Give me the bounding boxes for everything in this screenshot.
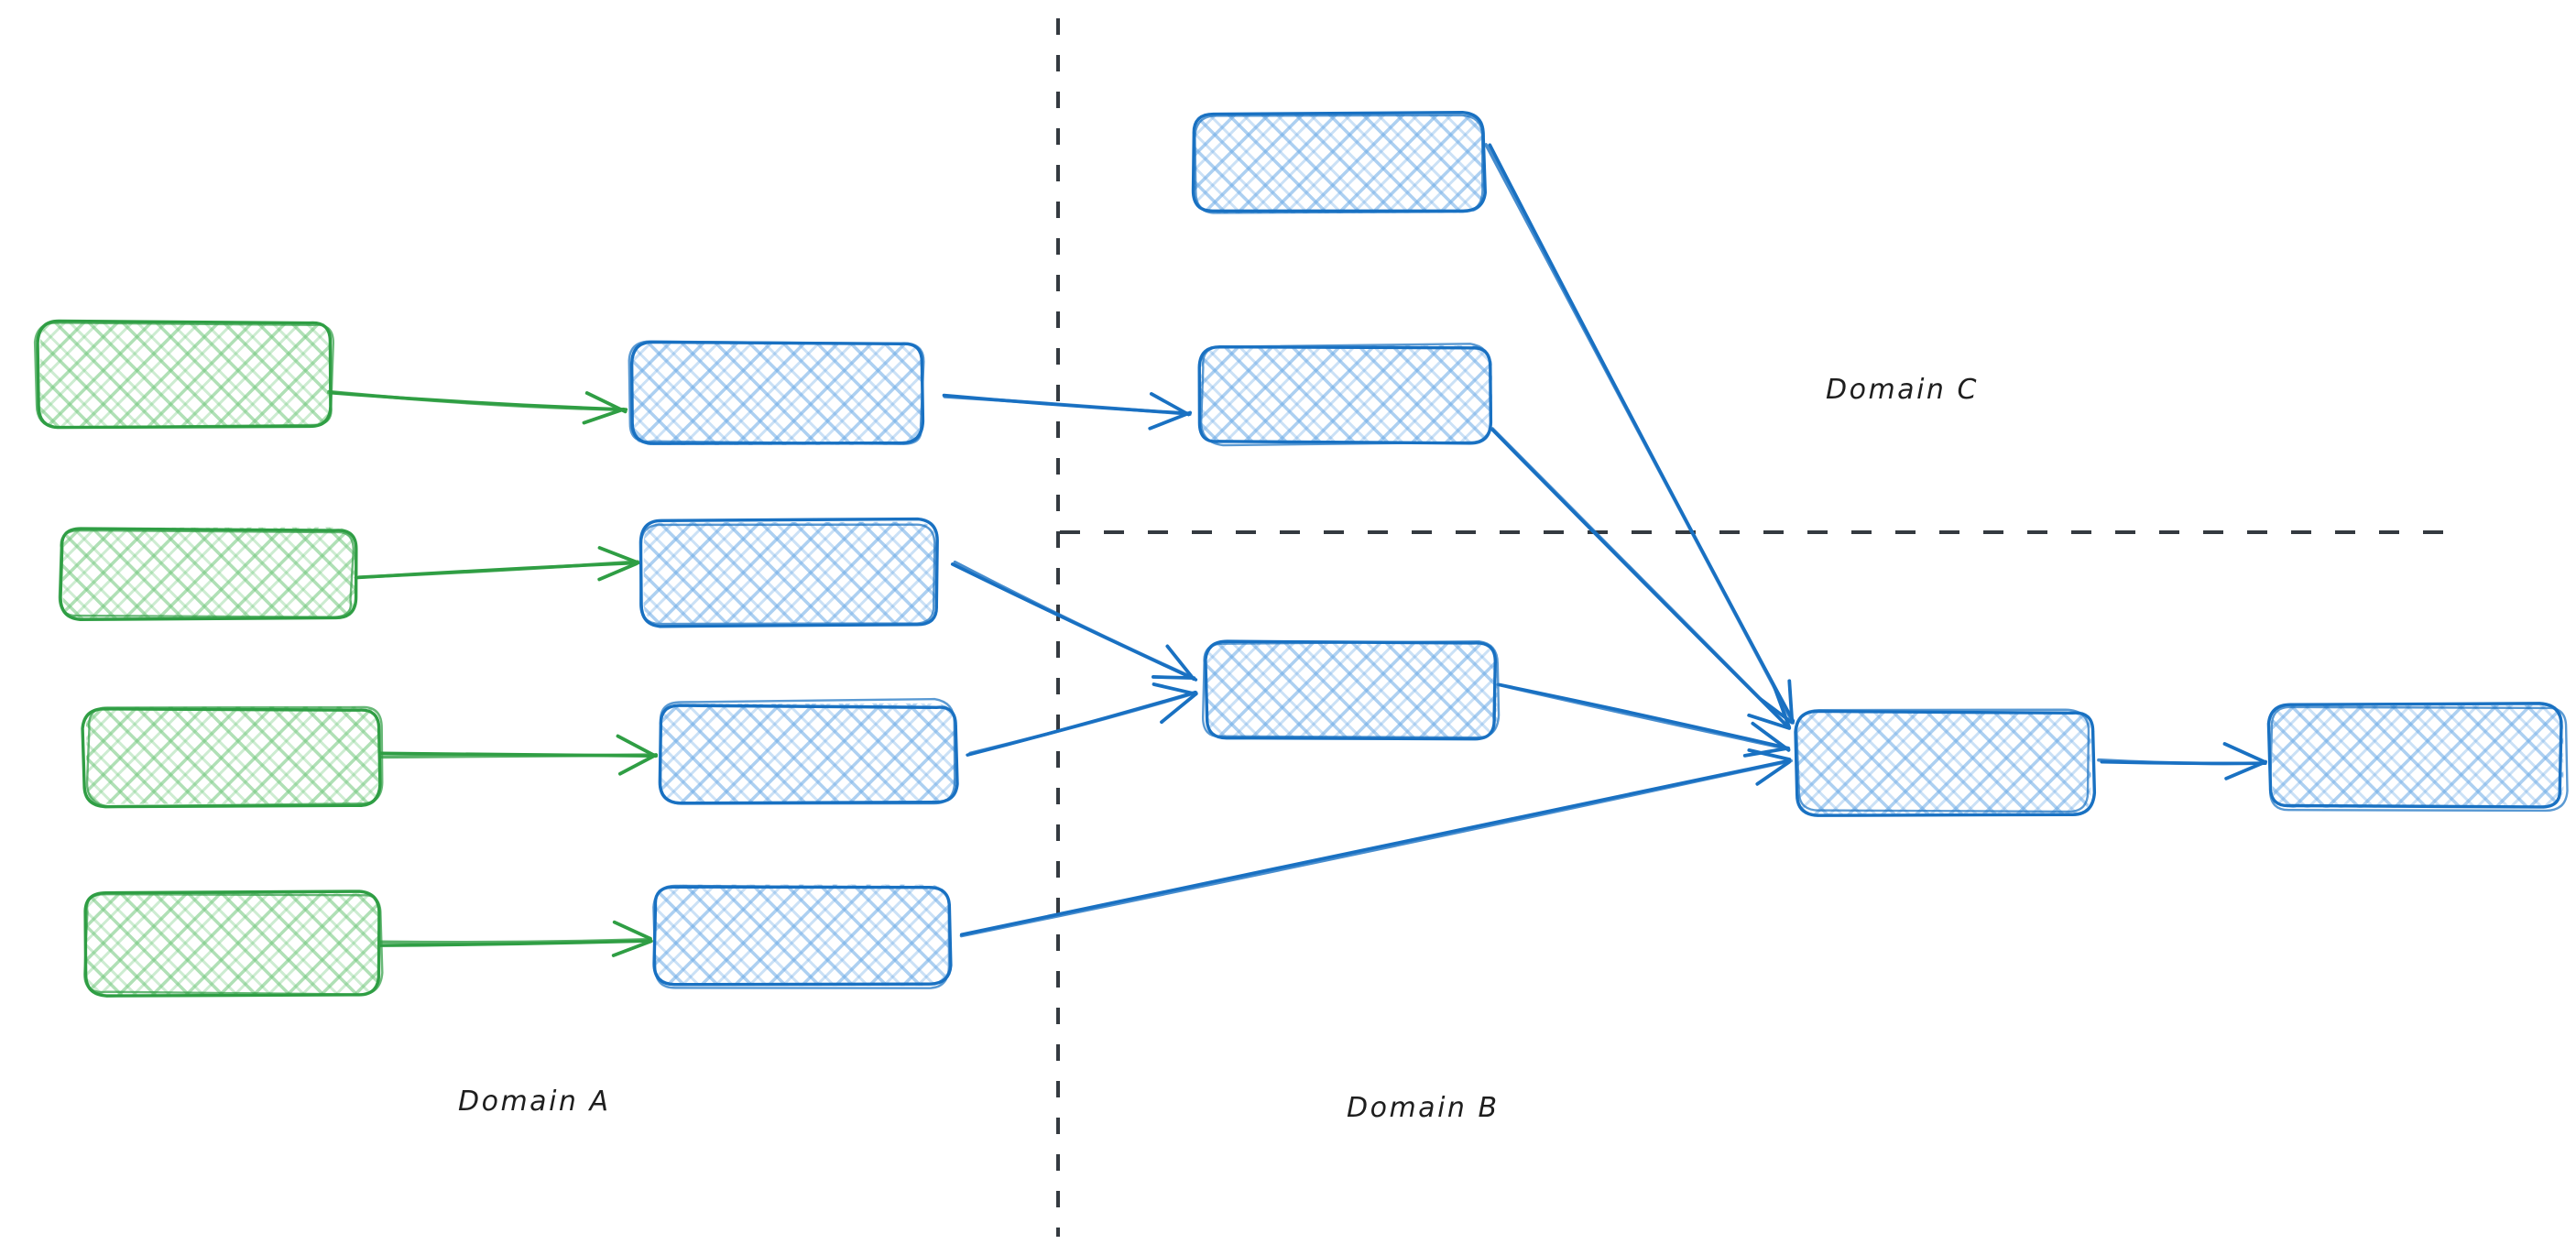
edge-c1-to-c2 xyxy=(2097,742,2268,780)
edge-m2-to-b3 xyxy=(950,560,1198,682)
edge-b1-to-c1 xyxy=(1484,143,1796,725)
edge-m1-to-b2 xyxy=(942,392,1193,431)
node-layer xyxy=(33,111,2569,998)
node-b1[interactable] xyxy=(1191,111,1488,214)
divider-layer xyxy=(1056,18,2448,1237)
node-m1[interactable] xyxy=(628,340,925,445)
edge-a4-to-m4 xyxy=(378,920,653,957)
edge-m3-to-b3 xyxy=(966,682,1198,757)
domain-label-a: Domain A xyxy=(458,1086,611,1118)
edge-b2-to-c1 xyxy=(1490,427,1792,730)
node-a2[interactable] xyxy=(58,527,358,621)
node-m4[interactable] xyxy=(652,884,953,989)
node-a1[interactable] xyxy=(33,319,335,430)
node-m2[interactable] xyxy=(639,517,939,628)
node-a4[interactable] xyxy=(83,889,384,998)
node-c2[interactable] xyxy=(2266,702,2569,813)
node-a3[interactable] xyxy=(81,705,384,809)
edge-a2-to-m2 xyxy=(354,546,640,582)
domain-label-b: Domain B xyxy=(1347,1092,1500,1124)
node-m3[interactable] xyxy=(658,697,959,805)
domain-label-c: Domain C xyxy=(1826,374,1979,406)
node-c1[interactable] xyxy=(1794,708,2097,817)
node-b2[interactable] xyxy=(1197,343,1493,447)
edge-m4-to-c1 xyxy=(959,748,1793,938)
edge-b3-to-c1 xyxy=(1496,682,1791,758)
edge-layer xyxy=(327,143,2268,957)
node-b3[interactable] xyxy=(1201,639,1501,741)
edge-a1-to-m1 xyxy=(327,389,628,425)
edge-a3-to-m3 xyxy=(378,734,659,776)
